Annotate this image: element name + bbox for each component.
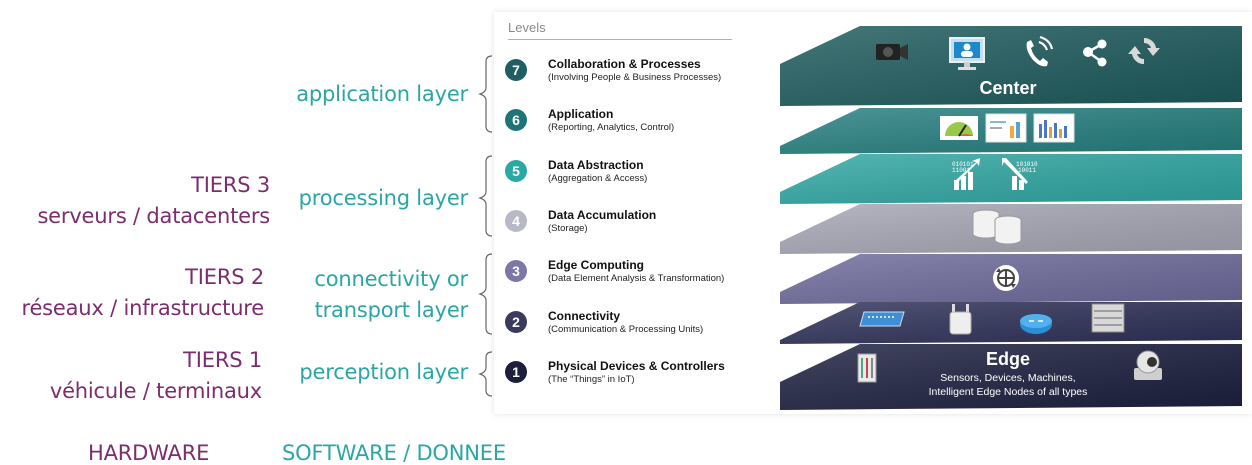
network-globe-icon — [993, 265, 1019, 291]
switch-icon — [859, 311, 905, 327]
level-3-title: Edge Computing — [548, 258, 644, 272]
svg-text:10011: 10011 — [1018, 167, 1036, 174]
hardware-label: HARDWARE — [88, 441, 210, 465]
share-icon — [1083, 39, 1107, 67]
plate-shine-1 — [780, 344, 1242, 410]
data-down-icon: 101010 10011 — [1002, 158, 1038, 190]
level-5-badge: 5 — [505, 160, 527, 182]
tier2-subtitle: réseaux / infrastructure — [21, 296, 264, 320]
level-2-title: Connectivity — [548, 309, 621, 323]
perception-layer-label: perception layer — [299, 360, 468, 384]
connectivity-layer-label: connectivity or transport layer — [314, 264, 468, 326]
level-6-subtitle: (Reporting, Analytics, Control) — [548, 122, 675, 133]
level-1-title: Physical Devices & Controllers — [548, 359, 725, 373]
bar-chart-icon — [1033, 113, 1075, 143]
level-3-subtitle: (Data Element Analysis & Transformation) — [548, 273, 725, 284]
level-6-badge: 6 — [505, 109, 527, 131]
report-icon — [985, 113, 1027, 143]
access-point-icon — [949, 304, 972, 335]
plate-shine-2 — [780, 302, 1242, 344]
svg-text:010101: 010101 — [952, 161, 974, 168]
center-label: Center — [979, 78, 1036, 98]
level-2-subtitle: (Communication & Processing Units) — [548, 324, 704, 335]
software-label: SOFTWARE / DONNEE — [282, 441, 506, 465]
edge-label: Edge — [986, 349, 1030, 369]
connectivity-layer-line1: connectivity or — [314, 267, 468, 291]
level-7-title: Collaboration & Processes — [548, 57, 701, 71]
plate-shine-5 — [780, 154, 1242, 204]
gauge-icon — [940, 116, 978, 140]
level-7-subtitle: (Involving People & Business Processes) — [548, 72, 722, 83]
level-4-subtitle: (Storage) — [548, 223, 588, 234]
tier1-subtitle: véhicule / terminaux — [49, 379, 262, 403]
layer-brackets — [478, 55, 493, 397]
bracket-connectivity — [478, 253, 493, 335]
level-6-title: Application — [548, 107, 614, 121]
connectivity-layer-line2: transport layer — [314, 298, 469, 322]
level-7-badge: 7 — [505, 59, 527, 81]
video-camera-icon — [876, 44, 908, 60]
level-4-title: Data Accumulation — [548, 208, 657, 222]
levels-heading: Levels — [508, 20, 732, 40]
level-2-badge: 2 — [505, 311, 527, 333]
application-layer-label: application layer — [296, 82, 468, 106]
desktop-user-icon — [949, 37, 985, 70]
bracket-application — [478, 55, 493, 133]
tier1-label: TIERS 1 véhicule / terminaux — [50, 345, 262, 407]
router-icon — [1020, 314, 1052, 334]
processing-layer-label: processing layer — [298, 186, 469, 210]
tier3-title: TIERS 3 — [191, 173, 270, 197]
bracket-perception — [478, 351, 493, 397]
server-icon — [1091, 303, 1125, 333]
level-4-badge: 4 — [505, 210, 527, 232]
edge-subtitle-2: Intelligent Edge Nodes of all types — [929, 386, 1088, 398]
data-up-icon: 010101 11001 — [952, 158, 980, 190]
tier2-title: TIERS 2 — [185, 265, 264, 289]
tier1-title: TIERS 1 — [183, 348, 262, 372]
tier2-label: TIERS 2 réseaux / infrastructure — [21, 262, 264, 324]
controller-icon — [857, 353, 877, 383]
level-3-badge: 3 — [505, 260, 527, 282]
tier3-label: TIERS 3 serveurs / datacenters — [37, 170, 270, 232]
database-icon — [972, 209, 1022, 245]
svg-text:101010: 101010 — [1016, 161, 1038, 168]
edge-subtitle-1: Sensors, Devices, Machines, — [940, 372, 1075, 384]
level-5-subtitle: (Aggregation & Access) — [548, 173, 648, 184]
ptz-camera-icon — [1134, 350, 1162, 380]
bracket-processing — [478, 155, 493, 237]
level-1-subtitle: (The “Things” in IoT) — [548, 374, 635, 385]
sync-icon — [1128, 37, 1160, 65]
tier3-subtitle: serveurs / datacenters — [37, 204, 270, 228]
svg-text:11001: 11001 — [952, 167, 970, 174]
phone-icon — [1026, 35, 1054, 67]
level-1-badge: 1 — [505, 361, 527, 383]
layer-stack: Center 010101 11001 101010 10011 — [780, 26, 1242, 410]
level-5-title: Data Abstraction — [548, 158, 644, 172]
